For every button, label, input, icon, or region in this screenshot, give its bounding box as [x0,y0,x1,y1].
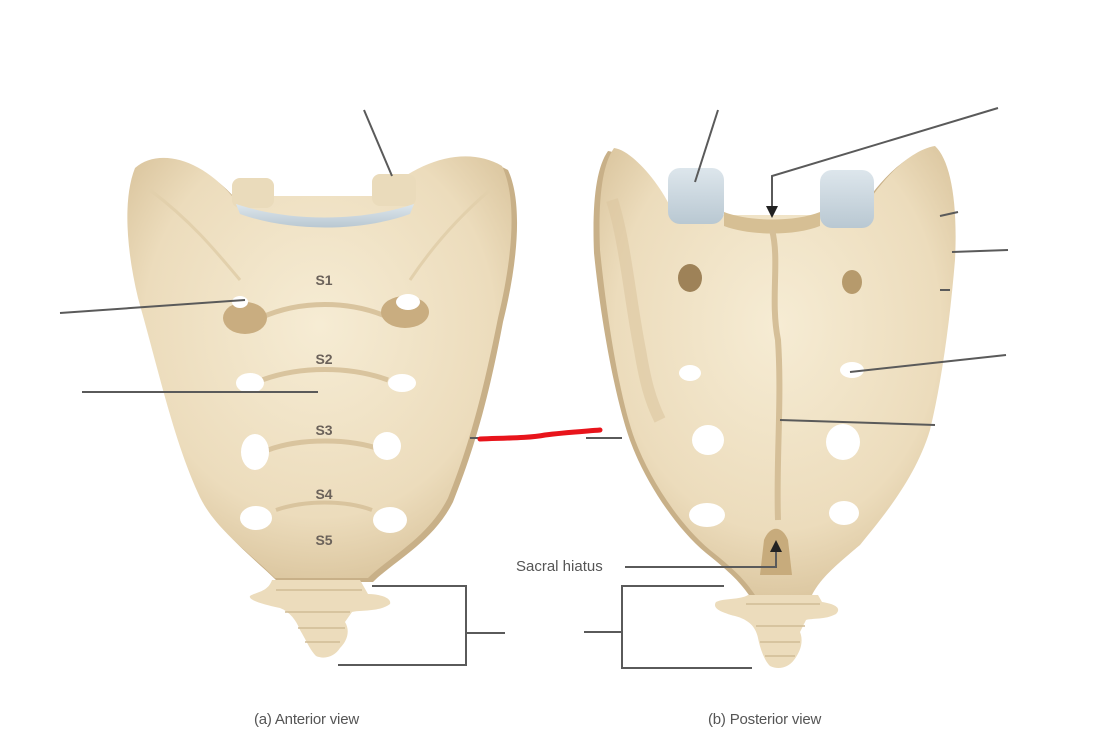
leader-line-sacral-hiatus [625,548,777,568]
leader-line-superior-articular-process-posterior [694,109,719,183]
leader-line-lateral-sacral-crest-upper [939,211,959,217]
anterior-sacral-foramina [223,294,429,533]
bracket-coccyx-anterior [338,585,467,666]
callout-sacral-hiatus: Sacral hiatus [516,558,603,575]
leader-lines [59,107,1009,669]
leader-line-sacral-canal [771,107,999,208]
leader-line-auricular-surface [951,249,1009,253]
segment-label-s5: S5 [315,532,333,548]
segment-label-s3: S3 [315,422,333,438]
posterior-coccyx [714,595,839,668]
leader-line-superior-articular-process-anterior [363,109,393,177]
leader-line-median-crest [779,419,936,426]
base-of-sacrum-cartilage [236,204,414,228]
median-sacral-crest [769,229,783,521]
anterior-sacrum [127,156,518,658]
posterior-sacral-foramina [678,264,864,527]
superior-articular-process-cartilage-left [668,168,724,224]
bracket-coccyx-posterior [621,585,752,669]
posterior-sacrum [593,146,956,668]
red-annotation-line [477,427,603,442]
superior-articular-process-left [232,178,274,208]
segment-label-s4: S4 [315,486,333,502]
leader-line-posterior-foramen [849,354,1007,373]
arrowhead-sacral-canal [766,206,778,218]
segment-label-s2: S2 [315,351,333,367]
arrowhead-sacral-hiatus [770,540,782,552]
anterior-coccyx [249,580,391,658]
caption-posterior-view: (b) Posterior view [708,711,822,728]
superior-articular-process-right [372,174,416,206]
segment-label-s1: S1 [315,272,333,288]
leader-line-anterior-foramen [59,299,246,314]
superior-articular-process-cartilage-right [820,170,874,228]
caption-anterior-view: (a) Anterior view [254,711,359,728]
